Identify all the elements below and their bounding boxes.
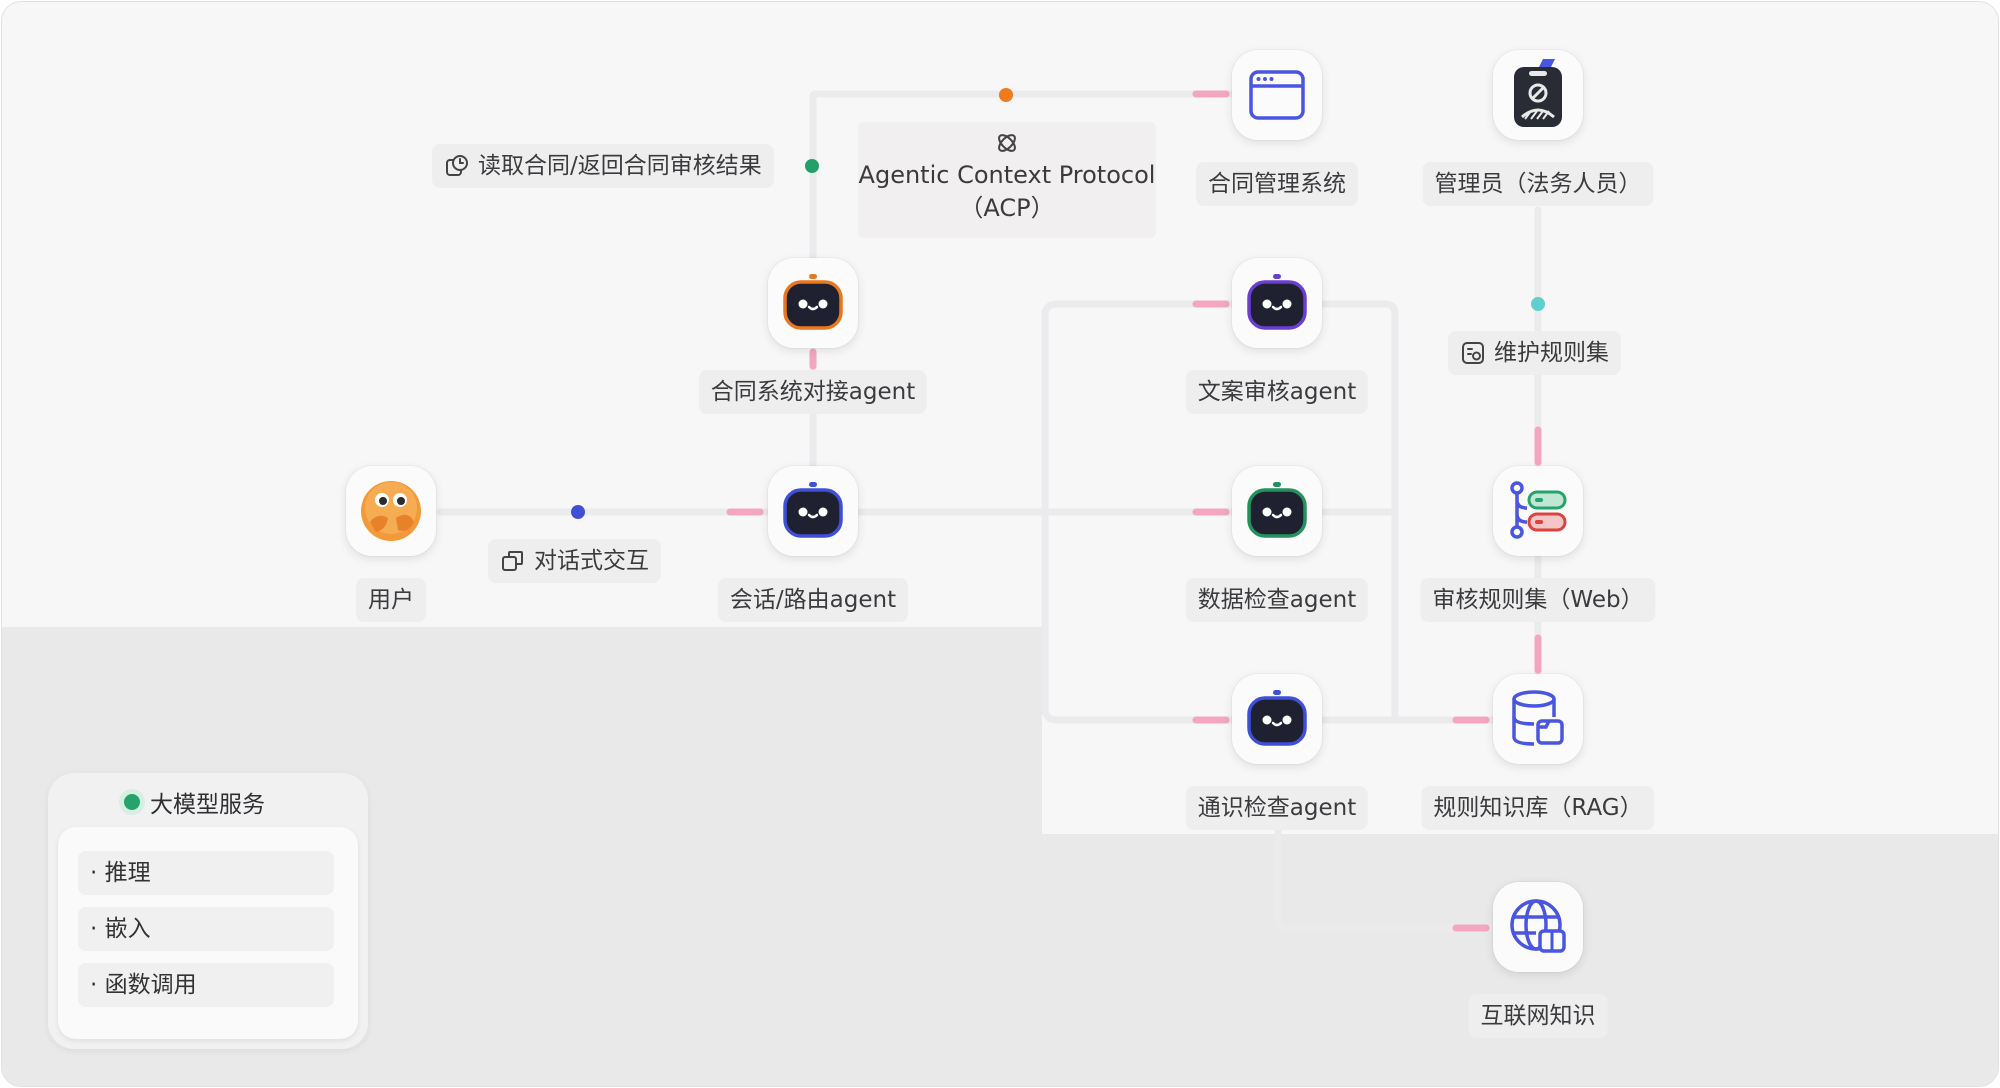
edge-branch-common-check (1041, 508, 1236, 724)
edge-label-text: 对话式交互 (534, 548, 649, 574)
edge-dot-contract-io (805, 159, 819, 173)
admin-label: 管理员（法务人员） (1422, 162, 1654, 206)
robot-icon (1247, 690, 1307, 746)
edge-label-contract-io: 读取合同/返回合同审核结果 (432, 144, 774, 188)
acp-subtitle: （ACP） (959, 194, 1055, 222)
atom-icon (858, 128, 1156, 158)
contract-agent-node[interactable] (768, 258, 858, 348)
robot-icon (783, 482, 843, 538)
upper-region (2, 2, 1998, 627)
edge-common-check-internet (1274, 826, 1496, 932)
contract-agent-label: 合同系统对接agent (698, 370, 928, 414)
edge-dot-acp (999, 88, 1013, 102)
legend-item-inference: · 推理 (78, 851, 334, 895)
acp-title: Agentic Context Protocol (858, 161, 1156, 189)
contract-system-node[interactable] (1232, 50, 1322, 140)
llm-service-legend: 大模型服务 · 推理 · 嵌入 · 函数调用 (48, 773, 368, 1049)
admin-node[interactable] (1493, 50, 1583, 140)
user-label: 用户 (356, 578, 426, 622)
rules-kb-node[interactable] (1493, 674, 1583, 764)
legend-dot (124, 794, 140, 810)
rules-web-label: 审核规则集（Web） (1420, 578, 1656, 622)
edge-dot-maintain (1531, 297, 1545, 311)
edge-contract-agent-system (809, 90, 1236, 266)
id-badge-icon (1514, 59, 1562, 127)
legend-title: 大模型服务 (124, 785, 265, 819)
copy-window-icon (502, 551, 523, 571)
user-node[interactable] (346, 466, 436, 556)
legend-items-panel: · 推理 · 嵌入 · 函数调用 (58, 827, 358, 1039)
legend-item-function-call: · 函数调用 (78, 963, 334, 1007)
contract-system-label: 合同管理系统 (1196, 162, 1358, 206)
clock-doc-icon (446, 155, 468, 176)
edge-label-text: 维护规则集 (1494, 340, 1609, 366)
edge-branch-copy-review (1041, 300, 1236, 516)
data-check-agent-node[interactable] (1232, 466, 1322, 556)
rules-web-node[interactable] (1493, 466, 1583, 556)
robot-icon (1247, 274, 1307, 330)
database-icon (1512, 690, 1564, 746)
internet-node[interactable] (1493, 882, 1583, 972)
router-agent-label: 会话/路由agent (717, 578, 909, 622)
user-avatar-icon (361, 481, 421, 541)
common-check-agent-node[interactable] (1232, 674, 1322, 764)
edge-label-text: 读取合同/返回合同审核结果 (478, 153, 762, 179)
internet-label: 互联网知识 (1468, 994, 1608, 1038)
edge-dot-dialog (571, 505, 585, 519)
copy-review-agent-label: 文案审核agent (1185, 370, 1369, 414)
edit-rules-icon (1462, 342, 1484, 364)
edge-copy-review-kb (1318, 300, 1399, 724)
common-check-agent-label: 通识检查agent (1185, 786, 1369, 830)
data-check-agent-label: 数据检查agent (1185, 578, 1369, 622)
rules-flow-icon (1510, 481, 1567, 539)
rules-kb-label: 规则知识库（RAG） (1421, 786, 1655, 830)
globe-icon (1510, 899, 1566, 953)
router-agent-node[interactable] (768, 466, 858, 556)
legend-item-embedding: · 嵌入 (78, 907, 334, 951)
edge-label-dialog: 对话式交互 (488, 539, 661, 583)
robot-icon (783, 274, 843, 330)
edge-label-maintain: 维护规则集 (1448, 331, 1621, 375)
acp-protocol-box: Agentic Context Protocol （ACP） (858, 122, 1156, 238)
copy-review-agent-node[interactable] (1232, 258, 1322, 348)
browser-window-icon (1249, 70, 1305, 120)
legend-title-text: 大模型服务 (150, 792, 265, 818)
robot-icon (1247, 482, 1307, 538)
